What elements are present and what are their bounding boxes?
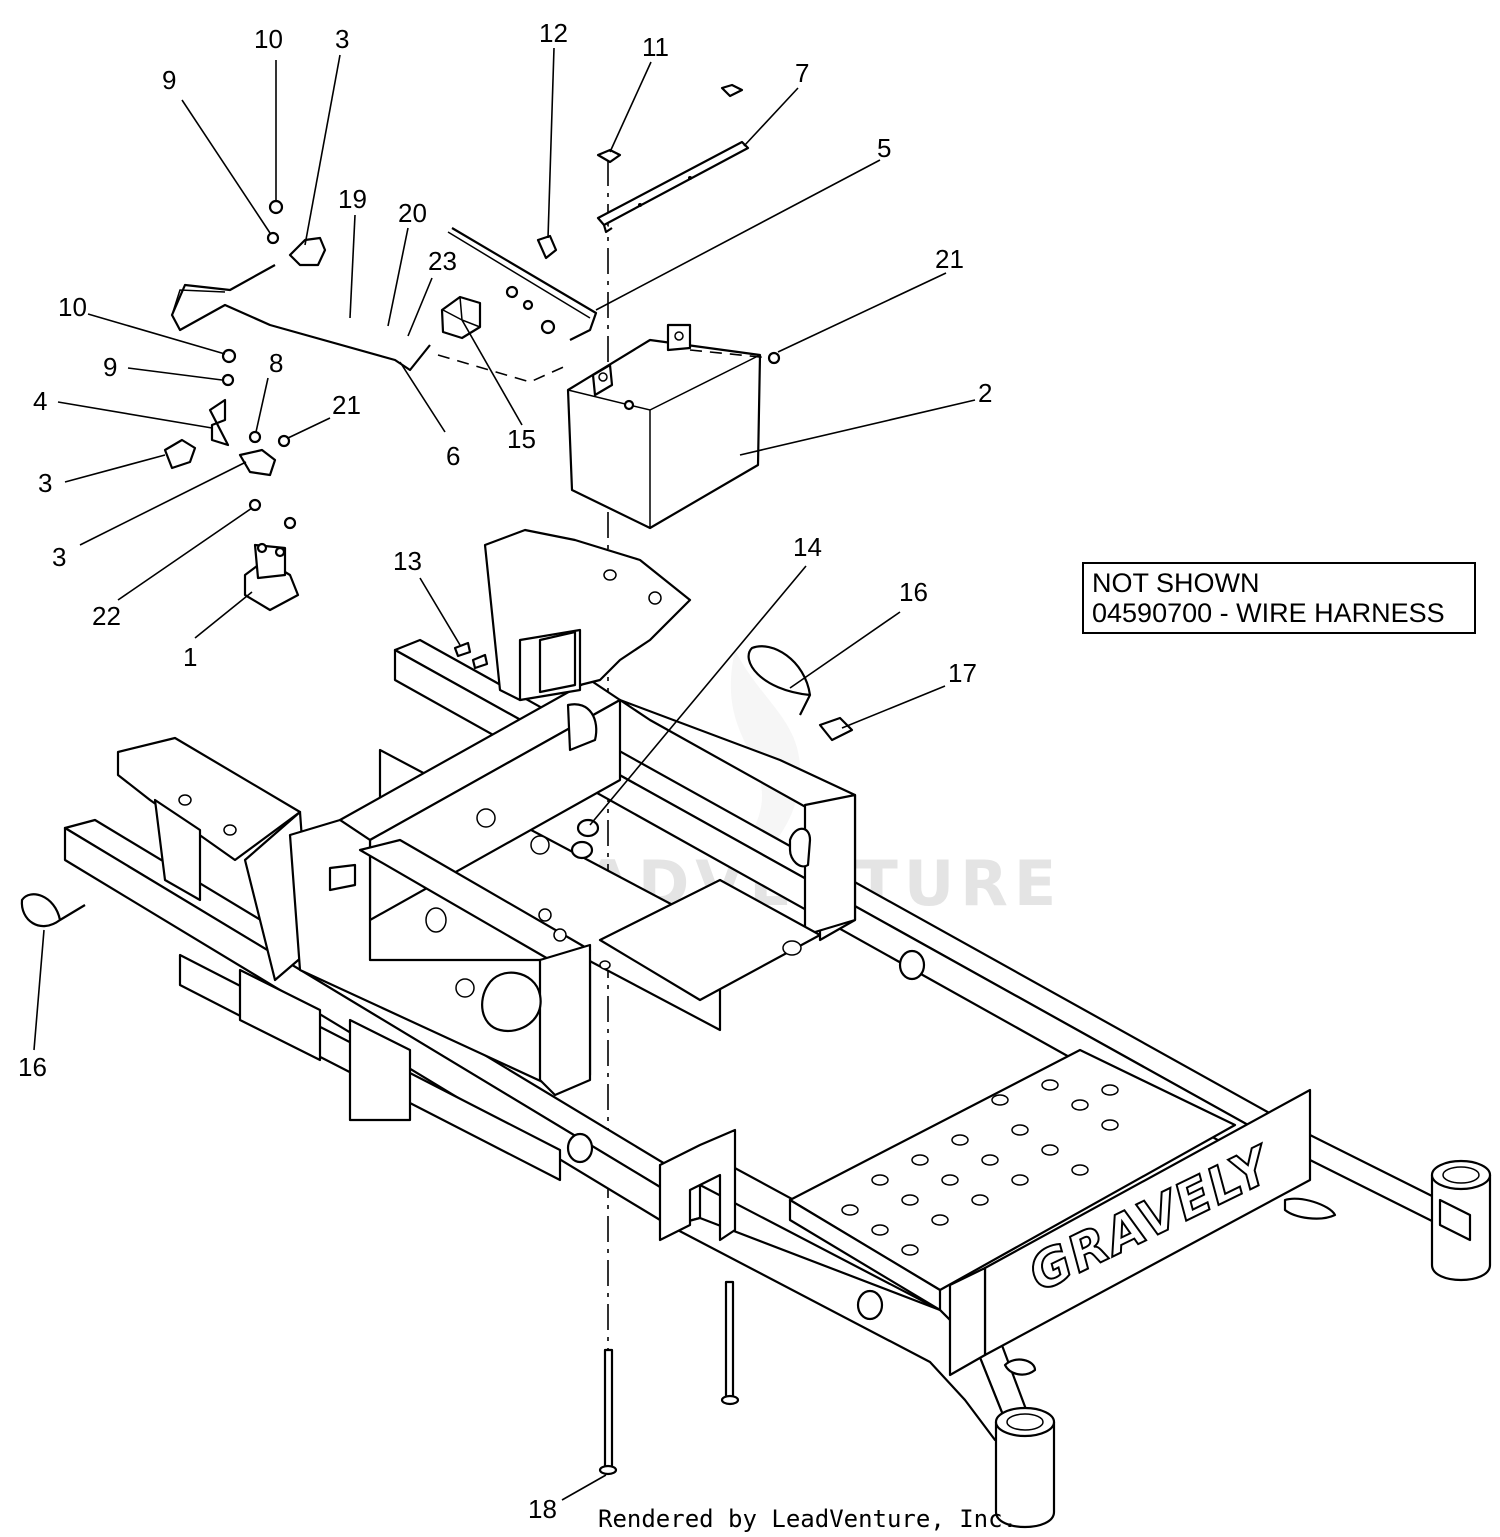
battery-hold-down-path	[437, 349, 771, 383]
callout-label: 10	[58, 292, 87, 322]
nut-21-left	[277, 434, 291, 448]
connector	[818, 716, 854, 742]
callout-label: 5	[877, 133, 891, 163]
nut-10-top	[268, 199, 284, 215]
callout-label: 15	[507, 424, 536, 454]
fuse-holder	[440, 295, 482, 340]
callout-label: 9	[162, 65, 176, 95]
foot-plate-holes	[841, 1079, 1119, 1256]
callout-label: 19	[338, 184, 367, 214]
callout-label: 8	[269, 348, 283, 378]
caster-mount-left	[994, 1406, 1056, 1529]
callout-label: 22	[92, 601, 121, 631]
cable-clamp	[536, 234, 558, 260]
screws-13	[453, 641, 489, 670]
washer-9-lower	[221, 373, 235, 387]
terminal-boot-left	[163, 438, 197, 470]
callout-label: 10	[254, 24, 283, 54]
footer-credit: Rendered by LeadVenture, Inc.	[598, 1505, 1017, 1533]
callout-label: 16	[899, 577, 928, 607]
note-line-2: 04590700 - WIRE HARNESS	[1092, 598, 1445, 628]
callout-label: 18	[528, 1494, 557, 1524]
callout-label: 16	[18, 1052, 47, 1082]
wing-nut-upper	[720, 83, 744, 98]
callout-numbers: 10 3 9 19 20 23 12 11 7 5 21 10 9 8 21 4…	[18, 18, 992, 1524]
callout-label: 17	[948, 658, 977, 688]
starter-cable	[170, 264, 431, 372]
callout-label: 3	[38, 468, 52, 498]
callout-label: 14	[793, 532, 822, 562]
nut-10-lower	[221, 348, 237, 364]
callout-label: 21	[935, 244, 964, 274]
not-shown-note: NOT SHOWN 04590700 - WIRE HARNESS	[1082, 562, 1476, 634]
callout-label: 2	[978, 378, 992, 408]
callout-label: 6	[446, 441, 460, 471]
callout-label: 4	[33, 386, 47, 416]
washer-9-top	[266, 231, 280, 245]
callout-label: 23	[428, 246, 457, 276]
mower-frame: GRAVELY	[63, 528, 1492, 1529]
nut-22	[248, 498, 262, 512]
callout-label: 13	[393, 546, 422, 576]
nut-8	[248, 430, 262, 444]
wing-nut	[596, 148, 622, 164]
cable-4	[208, 398, 230, 447]
callout-label: 7	[795, 58, 809, 88]
terminal-boot-right	[238, 448, 277, 477]
callout-label: 20	[398, 198, 427, 228]
terminal-boot-top	[288, 236, 327, 267]
battery-cable	[447, 227, 598, 341]
long-bolts	[598, 1280, 740, 1476]
grommets	[570, 818, 600, 860]
battery	[566, 323, 762, 530]
note-line-1: NOT SHOWN	[1092, 568, 1260, 598]
callout-label: 11	[642, 32, 669, 62]
starter-solenoid	[243, 542, 300, 612]
nut-21-right	[767, 351, 781, 365]
callout-label: 9	[103, 352, 117, 382]
callout-label: 12	[539, 18, 568, 48]
cable-tie-upper	[747, 645, 812, 716]
callout-label: 21	[332, 390, 361, 420]
callout-label: 3	[335, 24, 349, 54]
callout-label: 3	[52, 542, 66, 572]
cable-tie-lower	[20, 893, 86, 928]
callout-label: 1	[183, 642, 197, 672]
leader-lines	[33, 47, 976, 1501]
hold-down-bar	[596, 140, 750, 234]
